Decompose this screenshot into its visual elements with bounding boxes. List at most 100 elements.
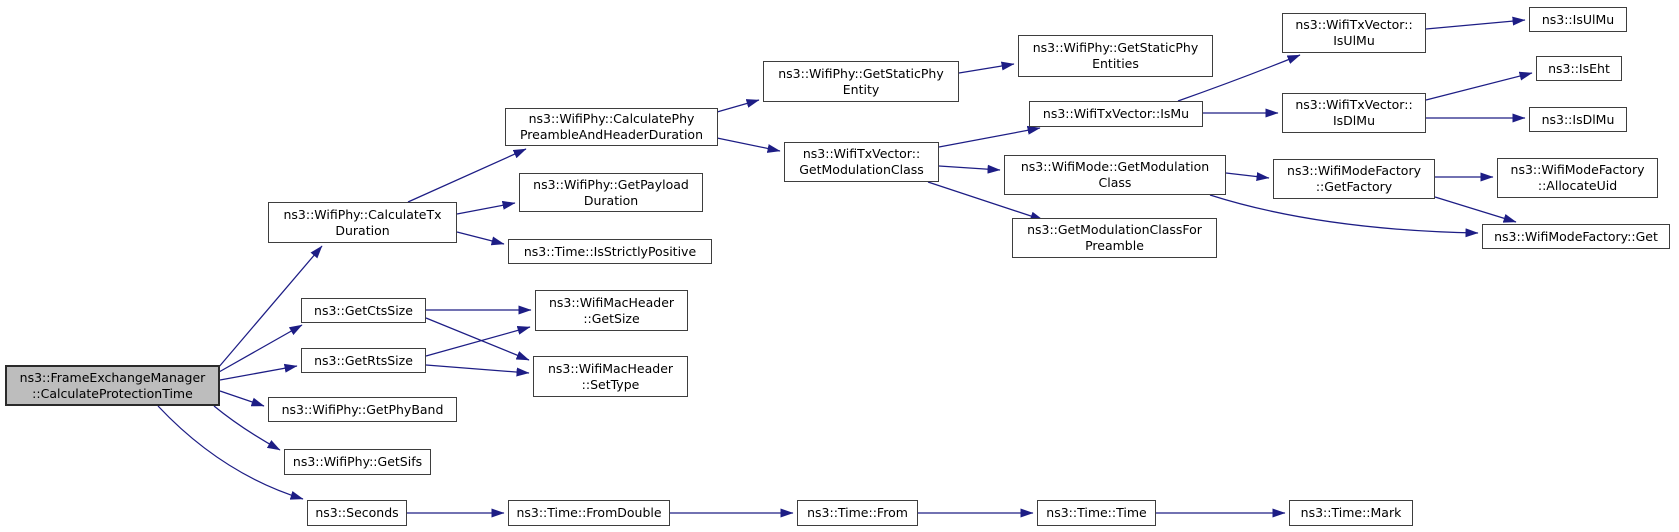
node-label: Preamble [1085, 238, 1144, 253]
node-label: IsDlMu [1332, 113, 1375, 128]
node-label: Duration [583, 192, 639, 208]
node-label: ::GetFactory [1315, 179, 1393, 194]
node-time-from[interactable]: ns3::Time::From [797, 500, 918, 526]
node-wifi-mac-header-get-size[interactable]: ns3::WifiMacHeader::GetSize [535, 290, 688, 331]
node-label: ns3::WifiModeFactory::Get [1494, 228, 1658, 244]
node-wifi-mac-header-set-type[interactable]: ns3::WifiMacHeader::SetType [533, 356, 688, 397]
edge-frame-exchange-manager-calculate-protection-time--get-rts-size [219, 363, 298, 381]
edge-get-rts-size--wifi-mac-header-get-size [425, 326, 531, 357]
edge-wifi-phy-calculate-phy-preamble-and-header-duration--wifi-phy-get-static-phy-entity [716, 99, 760, 113]
node-label: ns3::WifiModeFactory [1510, 162, 1645, 178]
node-label: ns3::WifiMacHeader [548, 294, 675, 310]
node-is-dl-mu[interactable]: ns3::IsDlMu [1529, 107, 1627, 132]
edge-wifi-phy-calculate-phy-preamble-and-header-duration--wifi-tx-vector-get-modulation-class [716, 137, 781, 153]
node-label: ::AllocateUid [1537, 178, 1618, 193]
edge-wifi-tx-vector-get-modulation-class--wifi-tx-vector-is-mu [938, 125, 1041, 148]
node-label: ns3::IsEht [1548, 60, 1610, 76]
node-wifi-tx-vector-is-mu[interactable]: ns3::WifiTxVector::IsMu [1029, 101, 1203, 127]
node-label: ns3::WifiPhy::CalculatePhy [528, 111, 695, 127]
node-time-mark[interactable]: ns3::Time::Mark [1289, 500, 1413, 526]
node-label: ns3::WifiPhy::GetPhyBand [281, 401, 444, 417]
edge-get-cts-size--wifi-mac-header-set-type [425, 317, 530, 361]
edge-wifi-tx-vector-is-ul-mu--is-ul-mu [1425, 16, 1526, 30]
node-label: ns3::Time::FromDouble [516, 505, 662, 521]
edge-frame-exchange-manager-calculate-protection-time--wifi-phy-get-sifs [213, 405, 281, 451]
node-label: ::CalculateProtectionTime [32, 385, 193, 401]
node-label: IsUlMu [1333, 33, 1375, 48]
node-wifi-mode-factory-allocate-uid[interactable]: ns3::WifiModeFactory::AllocateUid [1497, 158, 1658, 198]
node-label: Entities [1092, 56, 1139, 71]
node-label: ns3::Time::From [807, 505, 908, 521]
node-wifi-mode-factory-get[interactable]: ns3::WifiModeFactory::Get [1482, 224, 1670, 249]
node-label: ns3::WifiTxVector:: [1295, 97, 1413, 113]
node-frame-exchange-manager-calculate-protection-time: ns3::FrameExchangeManager::CalculateProt… [5, 365, 220, 406]
node-label: Class [1098, 175, 1132, 190]
node-label: ns3::WifiTxVector:: [802, 146, 921, 162]
node-wifi-tx-vector-is-dl-mu[interactable]: ns3::WifiTxVector::IsDlMu [1282, 93, 1426, 133]
edge-wifi-tx-vector-get-modulation-class--wifi-mode-get-modulation-class [938, 164, 1001, 174]
edge-frame-exchange-manager-calculate-protection-time--wifi-phy-calculate-tx-duration [217, 245, 323, 369]
node-time-is-strictly-positive[interactable]: ns3::Time::IsStrictlyPositive [508, 239, 712, 264]
edge-wifi-tx-vector-is-mu--wifi-tx-vector-is-ul-mu [1177, 54, 1301, 102]
edge-wifi-mode-get-modulation-class--wifi-mode-factory-get-factory [1225, 172, 1270, 182]
edge-frame-exchange-manager-calculate-protection-time--wifi-phy-get-phy-band [219, 390, 265, 407]
node-label: ns3::IsDlMu [1541, 111, 1615, 127]
node-seconds[interactable]: ns3::Seconds [307, 500, 407, 526]
node-label: ns3::Time::IsStrictlyPositive [523, 243, 697, 259]
edge-wifi-phy-calculate-tx-duration--wifi-phy-calculate-phy-preamble-and-header-duration [407, 148, 527, 203]
edge-wifi-phy-calculate-tx-duration--wifi-phy-get-payload-duration [456, 200, 516, 215]
edge-wifi-mode-factory-get-factory--wifi-mode-factory-get [1434, 196, 1517, 223]
node-label: ns3::Time::Time [1046, 505, 1147, 521]
node-time-from-double[interactable]: ns3::Time::FromDouble [508, 500, 670, 526]
node-label: ns3::Seconds [315, 505, 399, 521]
node-label: PreambleAndHeaderDuration [519, 127, 704, 142]
node-label: ns3::WifiPhy::CalculateTx [283, 206, 442, 222]
node-label: ns3::Time::Mark [1300, 505, 1402, 521]
edge-frame-exchange-manager-calculate-protection-time--get-cts-size [218, 324, 303, 373]
node-label: ns3::GetCtsSize [314, 302, 413, 318]
node-wifi-tx-vector-get-modulation-class[interactable]: ns3::WifiTxVector::GetModulationClass [784, 142, 939, 182]
node-wifi-phy-get-phy-band[interactable]: ns3::WifiPhy::GetPhyBand [268, 397, 457, 422]
node-label: ns3::WifiModeFactory [1287, 163, 1421, 179]
node-label: ns3::WifiPhy::GetSifs [292, 454, 423, 470]
node-label: ::GetSize [583, 310, 640, 326]
edge-wifi-tx-vector-get-modulation-class--get-modulation-class-for-preamble [927, 181, 1044, 221]
node-get-cts-size[interactable]: ns3::GetCtsSize [301, 298, 426, 323]
node-label: ns3::IsUlMu [1541, 11, 1615, 27]
node-label: ns3::FrameExchangeManager [19, 369, 206, 385]
node-label: ns3::WifiTxVector:: [1295, 17, 1413, 33]
node-label: ns3::WifiMacHeader [547, 360, 674, 376]
edge-frame-exchange-manager-calculate-protection-time--seconds [157, 405, 304, 500]
node-get-rts-size[interactable]: ns3::GetRtsSize [301, 348, 426, 373]
node-wifi-mode-factory-get-factory[interactable]: ns3::WifiModeFactory::GetFactory [1273, 159, 1435, 199]
node-label: Entity [842, 81, 880, 97]
node-wifi-tx-vector-is-ul-mu[interactable]: ns3::WifiTxVector::IsUlMu [1282, 13, 1426, 53]
node-is-ul-mu[interactable]: ns3::IsUlMu [1529, 7, 1627, 32]
edge-wifi-phy-get-static-phy-entity--wifi-phy-get-static-phy-entities [958, 61, 1015, 74]
edge-get-rts-size--wifi-mac-header-set-type [425, 364, 530, 377]
node-is-eht[interactable]: ns3::IsEht [1536, 56, 1622, 81]
node-label: ns3::WifiPhy::GetStaticPhy [778, 65, 944, 81]
node-label: ns3::WifiMode::GetModulation [1020, 159, 1210, 175]
node-label: ns3::WifiTxVector::IsMu [1042, 106, 1190, 122]
node-wifi-phy-get-sifs[interactable]: ns3::WifiPhy::GetSifs [284, 449, 431, 475]
edge-wifi-tx-vector-is-dl-mu--is-eht [1425, 71, 1533, 101]
node-time-time[interactable]: ns3::Time::Time [1037, 500, 1156, 526]
node-label: ns3::GetRtsSize [314, 352, 413, 368]
node-label: ns3::WifiPhy::GetPayload [533, 176, 689, 192]
edge-wifi-phy-calculate-tx-duration--time-is-strictly-positive [456, 231, 505, 246]
node-label: ::SetType [581, 376, 640, 392]
edge-wifi-mode-get-modulation-class--wifi-mode-factory-get [1209, 194, 1479, 238]
node-label: GetModulationClass [799, 162, 924, 177]
node-label: ns3::WifiPhy::GetStaticPhy [1032, 40, 1199, 56]
node-label: ns3::GetModulationClassFor [1027, 222, 1202, 238]
